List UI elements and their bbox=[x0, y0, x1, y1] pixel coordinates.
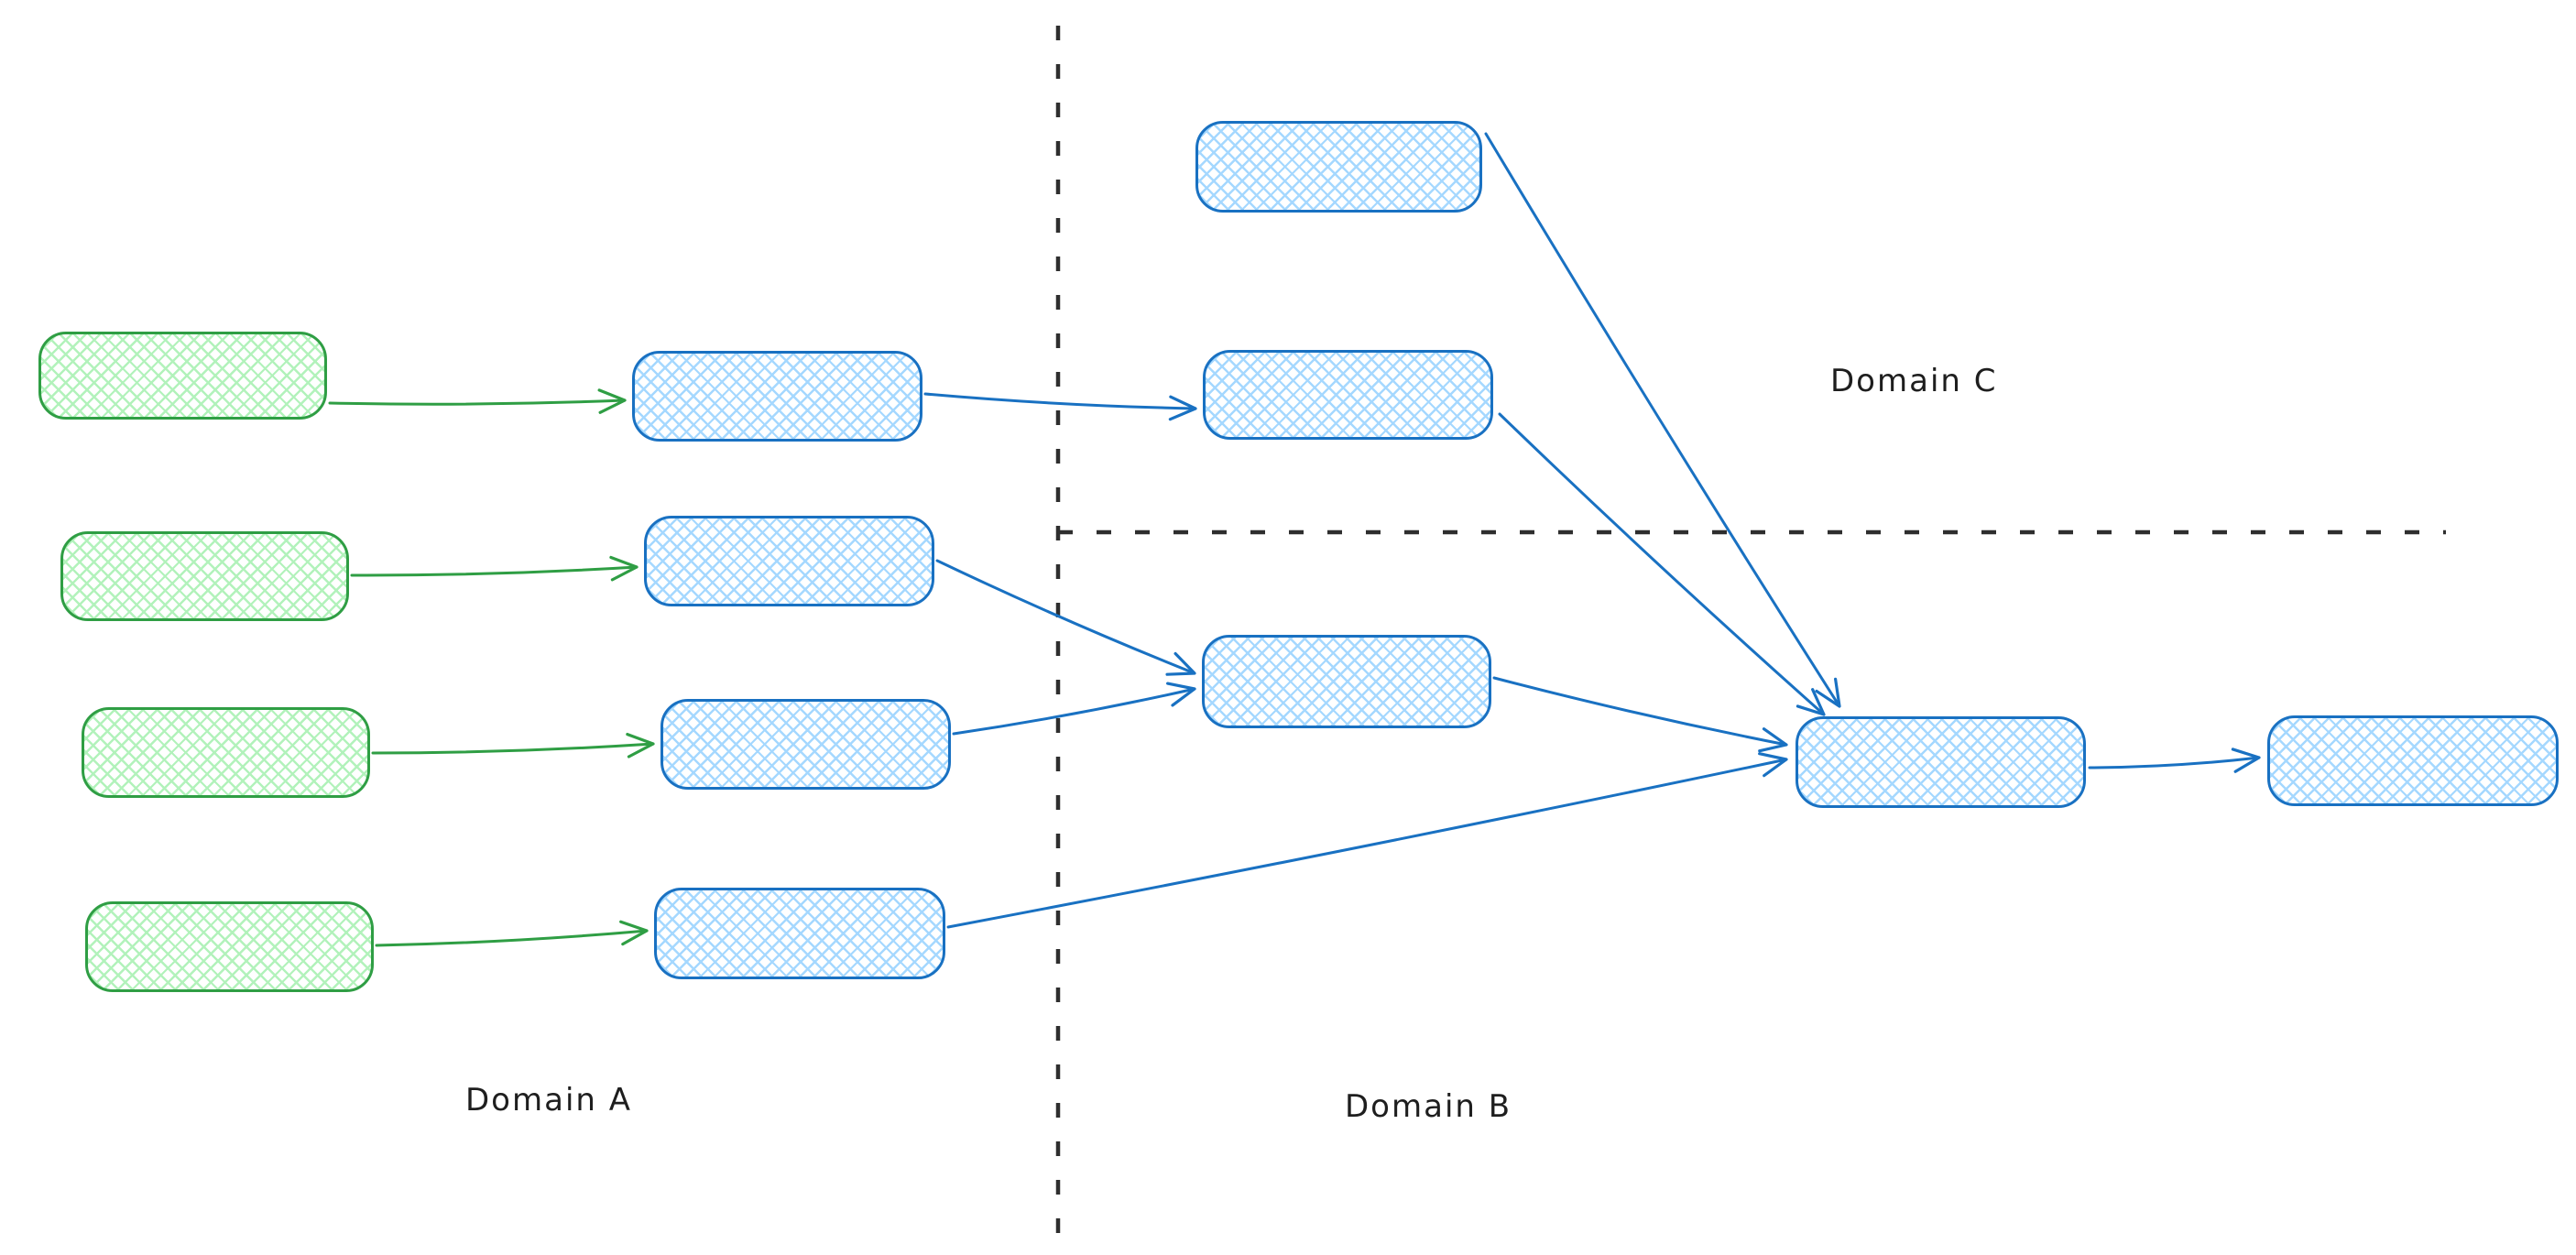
node-domain-a-process-4[interactable] bbox=[654, 888, 945, 979]
node-domain-a-source-3[interactable] bbox=[82, 707, 370, 798]
node-domain-c-node-top[interactable] bbox=[1195, 121, 1482, 213]
arrow-process3-to-domain-b[interactable] bbox=[952, 682, 1196, 736]
arrowhead-source2-to-process2 bbox=[609, 555, 639, 582]
arrowhead-process1-to-domain-c-2 bbox=[1168, 395, 1197, 421]
arrow-domain-b-to-aggregator[interactable] bbox=[1492, 676, 1788, 753]
node-domain-a-source-4[interactable] bbox=[85, 901, 374, 992]
arrow-source1-to-process1[interactable] bbox=[328, 388, 627, 414]
arrow-process2-to-domain-b[interactable] bbox=[935, 559, 1196, 676]
arrow-aggregator-to-output[interactable] bbox=[2088, 748, 2261, 773]
node-domain-b-node[interactable] bbox=[1202, 635, 1491, 728]
arrowhead-process2-to-domain-b bbox=[1165, 651, 1196, 676]
domain-c-label[interactable]: Domain C bbox=[1830, 363, 1998, 399]
domain-a-label[interactable]: Domain A bbox=[465, 1082, 632, 1119]
arrow-source4-to-process4[interactable] bbox=[375, 920, 649, 947]
arrowhead-aggregator-to-output bbox=[2231, 748, 2261, 773]
node-domain-a-source-1[interactable] bbox=[38, 332, 327, 420]
arrowhead-domain-b-to-aggregator bbox=[1758, 727, 1788, 753]
node-domain-a-process-1[interactable] bbox=[632, 351, 922, 442]
node-aggregator-node[interactable] bbox=[1796, 716, 2086, 808]
arrowhead-domain-c-top-to-aggregator bbox=[1815, 677, 1841, 708]
node-output-node[interactable] bbox=[2267, 715, 2559, 806]
arrow-domain-c-2-to-aggregator[interactable] bbox=[1498, 412, 1826, 716]
arrow-process4-to-aggregator[interactable] bbox=[946, 752, 1788, 929]
arrowhead-source3-to-process3 bbox=[626, 732, 655, 758]
arrow-domain-c-top-to-aggregator[interactable] bbox=[1484, 132, 1841, 708]
arrowhead-process4-to-aggregator bbox=[1758, 752, 1788, 778]
arrowhead-process3-to-domain-b bbox=[1165, 682, 1196, 707]
arrowhead-domain-c-2-to-aggregator bbox=[1796, 688, 1826, 716]
node-domain-a-source-2[interactable] bbox=[60, 531, 349, 621]
node-domain-a-process-3[interactable] bbox=[660, 699, 951, 790]
arrow-source3-to-process3[interactable] bbox=[371, 732, 655, 758]
arrowhead-source1-to-process1 bbox=[597, 388, 627, 414]
node-domain-c-node-2[interactable] bbox=[1203, 350, 1493, 440]
domain-b-label[interactable]: Domain B bbox=[1345, 1088, 1512, 1125]
node-domain-a-process-2[interactable] bbox=[644, 516, 934, 606]
arrow-process1-to-domain-c-2[interactable] bbox=[923, 392, 1197, 421]
arrowhead-source4-to-process4 bbox=[619, 920, 649, 946]
arrow-source2-to-process2[interactable] bbox=[350, 555, 639, 582]
